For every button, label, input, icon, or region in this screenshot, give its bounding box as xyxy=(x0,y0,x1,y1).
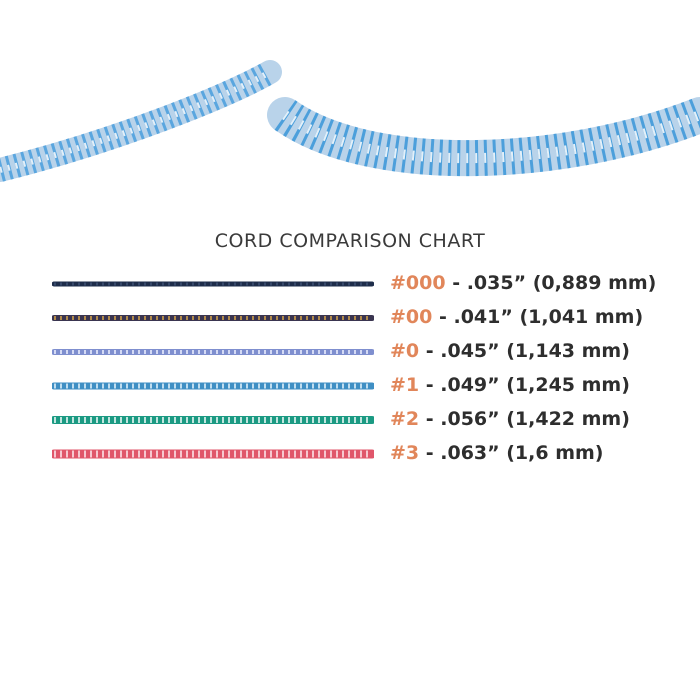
braided-cord-right-highlight xyxy=(282,110,700,164)
braided-cord-photo xyxy=(0,60,700,182)
cord-gauge: #2 xyxy=(390,408,420,430)
cord-gauge: #00 xyxy=(390,306,433,328)
cord-label: #3 - .063” (1,6 mm) xyxy=(390,442,603,464)
cord-sample xyxy=(52,449,374,459)
cord-label: #0 - .045” (1,143 mm) xyxy=(390,340,630,362)
cord-spec: - .056” (1,422 mm) xyxy=(419,408,630,430)
cord-spec: - .041” (1,041 mm) xyxy=(432,306,644,328)
cord-label: #00 - .041” (1,041 mm) xyxy=(390,306,643,328)
cord-label: #2 - .056” (1,422 mm) xyxy=(390,408,630,430)
cord-gauge: #3 xyxy=(390,442,420,464)
cord-sample xyxy=(52,281,374,287)
cord-row: #000 - .035” (0,889 mm) xyxy=(0,268,700,302)
cord-row: #0 - .045” (1,143 mm) xyxy=(0,336,700,370)
cord-sample xyxy=(52,349,374,355)
cord-sample xyxy=(52,382,374,390)
cord-sample xyxy=(52,315,374,321)
cord-gauge: #000 xyxy=(390,272,446,294)
cord-gauge: #0 xyxy=(390,340,420,362)
cord-row: #3 - .063” (1,6 mm) xyxy=(0,438,700,472)
cord-spec: - .063” (1,6 mm) xyxy=(419,442,604,464)
chart-title: CORD COMPARISON CHART xyxy=(214,230,486,252)
cord-spec: - .045” (1,143 mm) xyxy=(419,340,630,362)
cord-row: #00 - .041” (1,041 mm) xyxy=(0,302,700,336)
cord-row: #2 - .056” (1,422 mm) xyxy=(0,404,700,438)
cord-spec: - .049” (1,245 mm) xyxy=(419,374,630,396)
cord-sample xyxy=(52,416,374,424)
cord-gauge: #1 xyxy=(390,374,420,396)
cord-spec: - .035” (0,889 mm) xyxy=(445,272,657,294)
cord-label: #1 - .049” (1,245 mm) xyxy=(390,374,630,396)
cord-label: #000 - .035” (0,889 mm) xyxy=(390,272,656,294)
braided-cord-left-weave xyxy=(0,61,276,182)
cord-row: #1 - .049” (1,245 mm) xyxy=(0,370,700,404)
